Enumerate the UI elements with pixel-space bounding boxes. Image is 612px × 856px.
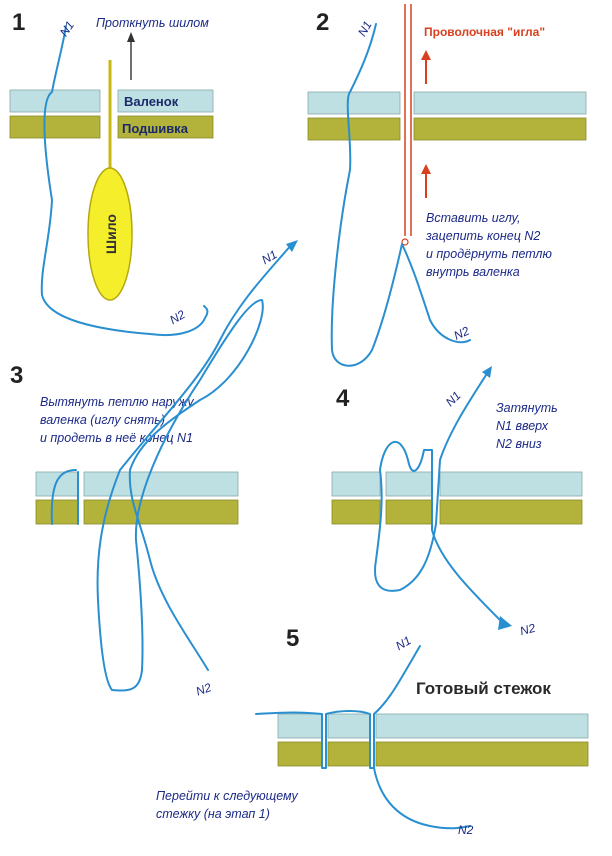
step-1-number: 1 xyxy=(12,9,25,36)
lining-layer xyxy=(439,499,583,525)
lining-layer xyxy=(35,499,79,525)
step-5-annotation-line: стежку (на этап 1) xyxy=(156,807,270,821)
felt-layer xyxy=(413,91,587,115)
step-2-annotation-line: внутрь валенка xyxy=(426,265,520,279)
lining-label: Подшивка xyxy=(122,121,189,136)
needle-eye xyxy=(401,238,409,246)
thread-step-3-loop xyxy=(50,469,79,525)
n2-label: N2 xyxy=(518,621,537,639)
step-2-annotation-line: зацепить конец N2 xyxy=(425,229,540,243)
felt-layer xyxy=(375,713,589,739)
wire-needle xyxy=(404,4,412,236)
felt-layer xyxy=(117,89,214,113)
felt-layer xyxy=(277,713,323,739)
n1-label: N1 xyxy=(443,388,464,409)
lining-layer xyxy=(375,741,589,767)
felt-layer xyxy=(327,713,371,739)
awl-label: Шило xyxy=(103,214,119,254)
lining-layer xyxy=(385,499,433,525)
arrow-head-icon xyxy=(498,616,512,630)
step-2-number: 2 xyxy=(316,9,329,36)
lining-layer xyxy=(83,499,239,525)
felt-layer xyxy=(331,471,381,497)
step-3-annotation-line: и продеть в неё конец N1 xyxy=(40,431,193,445)
step-4-annotation-line: Затянуть xyxy=(496,401,558,415)
lining-layer xyxy=(9,115,101,139)
n1-label: N1 xyxy=(355,18,375,38)
arrow-head-icon xyxy=(421,50,431,60)
step-5-annotation-line: Перейти к следующему xyxy=(156,789,298,803)
thread-step-3 xyxy=(96,243,293,692)
step-5: 5 Готовый стежок Перейти к следующему ст… xyxy=(156,625,589,837)
step-2-annotation-line: и продёрнуть петлю xyxy=(426,247,552,261)
step-3: 3 Вытянуть петлю наружу валенка (иглу сн… xyxy=(10,240,298,699)
step-3-annotation-line: валенка (иглу снять) xyxy=(40,413,165,427)
n1-label: N1 xyxy=(57,18,77,39)
n2-label: N2 xyxy=(452,324,472,343)
lining-layer xyxy=(307,117,401,141)
arrow-head-icon xyxy=(286,240,298,252)
n2-label: N2 xyxy=(167,307,188,327)
n2-label: N2 xyxy=(194,680,214,699)
step-2: 2 Проволочная "игла" Вставить иглу, заце… xyxy=(307,4,587,367)
lining-layer xyxy=(327,741,371,767)
thread-step-4 xyxy=(374,371,501,621)
step-2-needle-label: Проволочная "игла" xyxy=(424,25,545,39)
step-1-annotation: Проткнуть шилом xyxy=(96,16,209,30)
thread-step-2 xyxy=(330,23,471,367)
step-4: 4 Затянуть N1 вверх N2 вниз N1 N2 xyxy=(331,366,583,639)
step-4-annotation-line: N1 вверх xyxy=(496,419,549,433)
lining-layer xyxy=(277,741,323,767)
felt-layer xyxy=(307,91,401,115)
n1-label: N1 xyxy=(393,633,413,653)
n1-label: N1 xyxy=(259,247,279,267)
arrow-head-icon xyxy=(421,164,431,174)
step-1: 1 Валенок Подшивка Шило Проткнуть шилом … xyxy=(9,9,214,336)
felt-layer xyxy=(35,471,79,497)
thread-step-5 xyxy=(255,645,471,830)
step-5-number: 5 xyxy=(286,625,299,652)
step-3-number: 3 xyxy=(10,362,23,389)
step-2-annotation-line: Вставить иглу, xyxy=(426,211,521,225)
step-4-annotation-line: N2 вниз xyxy=(496,437,542,451)
step-3-annotation-line: Вытянуть петлю наружу xyxy=(40,395,194,409)
step-4-number: 4 xyxy=(336,385,350,412)
arrow-head-icon xyxy=(127,32,135,42)
felt-label: Валенок xyxy=(124,94,179,109)
lining-layer xyxy=(413,117,587,141)
awl-handle xyxy=(87,167,133,301)
arrow-head-icon xyxy=(482,366,492,378)
n2-label: N2 xyxy=(458,823,474,837)
lining-layer xyxy=(117,115,214,139)
felt-layer xyxy=(83,471,239,497)
felt-layer xyxy=(385,471,433,497)
felt-layer xyxy=(9,89,101,113)
thread-step-1 xyxy=(40,25,209,336)
felt-layer xyxy=(439,471,583,497)
lining-layer xyxy=(331,499,381,525)
step-5-title: Готовый стежок xyxy=(416,679,551,698)
